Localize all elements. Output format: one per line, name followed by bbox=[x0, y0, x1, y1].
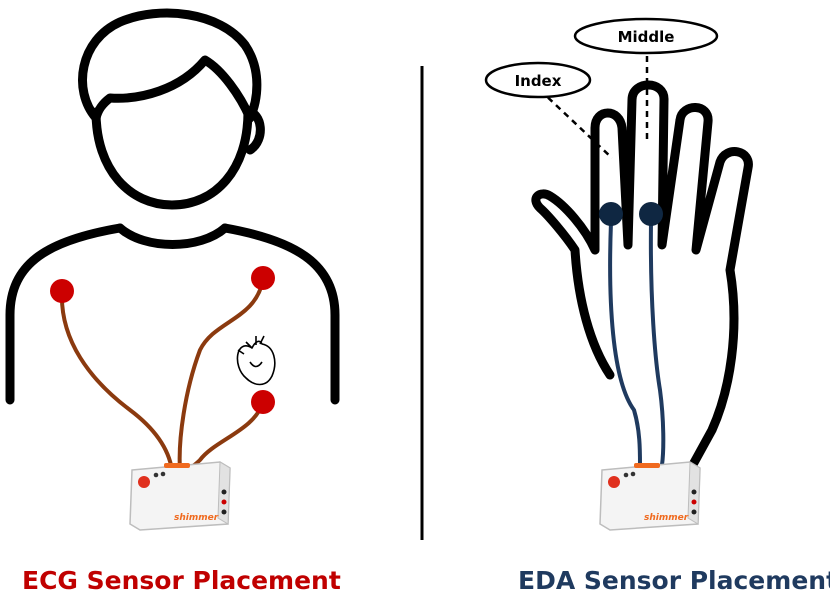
device-brand-label-ecg: shimmer bbox=[174, 513, 219, 523]
index-label: Index bbox=[484, 61, 592, 99]
middle-label-text: Middle bbox=[618, 28, 675, 46]
device-brand-label-eda: shimmer bbox=[644, 513, 689, 523]
person-face bbox=[91, 107, 253, 210]
eda-electrode-middle bbox=[639, 202, 663, 226]
ecg-wire-right-lower bbox=[186, 400, 265, 472]
eda-electrode-index bbox=[599, 202, 623, 226]
middle-label: Middle bbox=[573, 17, 719, 55]
ecg-electrode-right-upper bbox=[251, 266, 275, 290]
shimmer-device-ecg: shimmer bbox=[129, 461, 231, 531]
person-collar bbox=[115, 223, 230, 249]
ecg-electrode-right-lower bbox=[251, 390, 275, 414]
eda-panel: Index Middle shimmer bbox=[484, 17, 753, 531]
person-figure bbox=[5, 8, 340, 405]
eda-wire-index bbox=[608, 220, 642, 467]
ecg-electrodes bbox=[50, 266, 275, 414]
ecg-electrode-left bbox=[50, 279, 74, 303]
eda-electrodes bbox=[599, 202, 663, 226]
index-label-text: Index bbox=[515, 72, 562, 90]
eda-wires bbox=[608, 220, 666, 467]
person-hair bbox=[78, 8, 262, 123]
ecg-wires bbox=[59, 278, 265, 472]
person-torso bbox=[5, 223, 340, 405]
heart-icon bbox=[236, 335, 276, 386]
person-ear bbox=[243, 107, 265, 155]
eda-caption: EDA Sensor Placement bbox=[518, 566, 830, 595]
ecg-wire-right-upper bbox=[177, 278, 265, 472]
finger-pointers bbox=[539, 56, 649, 159]
hand-outline bbox=[531, 80, 753, 475]
eda-wire-middle bbox=[648, 220, 666, 467]
ecg-caption: ECG Sensor Placement bbox=[22, 566, 341, 595]
ecg-wire-left bbox=[59, 290, 174, 472]
ecg-panel: shimmer bbox=[5, 8, 340, 531]
index-pointer bbox=[539, 89, 613, 159]
shimmer-device-eda: shimmer bbox=[599, 461, 701, 531]
